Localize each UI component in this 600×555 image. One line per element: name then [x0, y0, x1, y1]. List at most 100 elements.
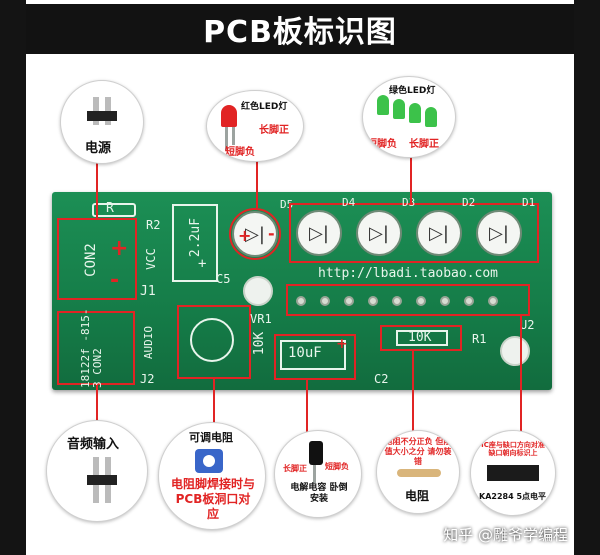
red-led-callout: 红色LED灯 长脚正 短脚负 — [206, 90, 304, 162]
green-led-row-box — [289, 203, 539, 263]
cap-2-2uf-outline — [172, 204, 218, 282]
cap-10uf-outline — [280, 340, 346, 370]
resistor-title: 电阻 — [405, 489, 430, 503]
pot-callout: 可调电阻 电阻脚焊接时与PCB板洞口对应 — [158, 422, 266, 530]
ic-pin — [392, 296, 402, 306]
mount-hole-left — [243, 276, 273, 306]
leader-cap — [306, 380, 308, 434]
ic-pins — [296, 296, 498, 306]
header-base — [87, 475, 117, 485]
leader-audio — [96, 385, 98, 423]
cap-long: 长脚正 — [283, 464, 307, 473]
pot-knob — [203, 455, 215, 467]
leader-power — [96, 160, 98, 218]
board-corner — [52, 180, 62, 190]
ic-callout: IC座与缺口方向对准 缺口朝向标识上 KA2284 5点电平 — [470, 430, 556, 516]
watermark: 知乎 @雕爷学编程 — [443, 526, 568, 544]
label-10uf: 10uF — [288, 345, 322, 361]
leader-pot — [213, 379, 215, 435]
red-led-footprint: ▷| — [232, 211, 278, 257]
header-base — [87, 111, 117, 121]
ic-pin — [320, 296, 330, 306]
ic-pin — [416, 296, 426, 306]
ic-pin — [368, 296, 378, 306]
label-d2: D2 — [462, 196, 476, 209]
ic-pin — [488, 296, 498, 306]
ic-pin — [440, 296, 450, 306]
label-j2-lines: 18122f -815-3 CON2 — [79, 308, 104, 388]
green-led-footprint-3: ▷| — [416, 210, 462, 256]
green-led-callout: 绿色LED灯 短脚负 长脚正 — [362, 76, 456, 158]
minus-sign-power: - — [110, 268, 120, 293]
red-led-minus: - — [268, 224, 275, 243]
red-led-ring — [229, 208, 281, 260]
red-led-lead — [232, 127, 235, 145]
green-led-title: 绿色LED灯 — [389, 86, 436, 96]
board-url: http://lbadi.taobao.com — [318, 266, 499, 281]
power-label: 电源 — [85, 141, 112, 156]
leader-green-led — [410, 150, 412, 203]
cap-plus-sign: + — [336, 336, 348, 352]
label-u2: U2 — [520, 318, 535, 332]
ic-socket-box — [286, 284, 530, 316]
resistor-callout: 电阻不分正负 但阻值大小之分 请勿装错 电阻 — [376, 430, 460, 514]
leader-ic — [520, 316, 522, 434]
ic-body — [487, 465, 539, 481]
green-led-body — [377, 95, 389, 115]
label-cap-plus: + — [198, 256, 207, 272]
audio-label: 音频输入 — [67, 437, 120, 452]
label-audio: AUDIO — [142, 325, 156, 360]
red-led-lead — [225, 127, 228, 151]
page-title: PCB板标识图 — [26, 4, 574, 54]
mount-hole-right — [500, 336, 530, 366]
potentiometer-box — [177, 305, 251, 379]
label-con2-power: CON2 — [82, 243, 99, 277]
audio-connector-box — [57, 311, 135, 385]
audio-callout: 音频输入 — [46, 420, 148, 522]
green-led-body — [425, 107, 437, 127]
label-c5: C5 — [216, 272, 231, 286]
cap-callout: 长脚正 短脚负 电解电容 卧倒安装 — [274, 430, 362, 518]
power-callout: 电源 — [60, 80, 144, 164]
ic-title: KA2284 5点电平 — [479, 492, 547, 501]
cap-lead — [313, 465, 316, 483]
label-vr1: VR1 — [250, 312, 272, 326]
red-led-title: 红色LED灯 — [241, 102, 288, 112]
green-led-footprint-1: ▷| — [296, 210, 342, 256]
label-r1: R1 — [472, 332, 487, 346]
electrolytic-cap-box — [274, 334, 356, 380]
resistor-r-outline — [92, 203, 136, 217]
ic-pin — [296, 296, 306, 306]
green-led-short: 短脚负 — [367, 139, 397, 150]
label-d4: D4 — [342, 196, 356, 209]
green-led-long: 长脚正 — [409, 139, 439, 150]
green-led-footprint-4: ▷| — [476, 210, 522, 256]
label-r2: R2 — [146, 218, 161, 232]
red-led-short: 短脚负 — [225, 147, 255, 158]
label-r: R — [106, 201, 114, 216]
label-vcc: VCC — [143, 248, 158, 270]
ic-note: IC座与缺口方向对准 缺口朝向标识上 — [481, 441, 545, 457]
green-led-body — [393, 99, 405, 119]
potentiometer-outline — [190, 318, 234, 362]
resistor-r1-box — [380, 325, 462, 351]
green-led-footprint-2: ▷| — [356, 210, 402, 256]
red-led-body — [221, 105, 237, 127]
label-c2: C2 — [374, 372, 389, 386]
ic-pin — [464, 296, 474, 306]
cap-body — [309, 441, 323, 465]
power-connector-box — [57, 218, 137, 300]
label-d1: D1 — [522, 196, 536, 209]
label-j1: J1 — [140, 284, 156, 299]
resistor-r1-outline — [396, 330, 448, 346]
ic-pin — [344, 296, 354, 306]
label-j2: J2 — [140, 372, 155, 386]
cap-short: 短脚负 — [325, 462, 349, 471]
green-led-body — [409, 103, 421, 123]
label-r1-value: 10K — [408, 330, 432, 345]
label-d3: D3 — [402, 196, 416, 209]
pot-title: 可调电阻 — [189, 431, 233, 444]
resistor-note: 电阻不分正负 但阻值大小之分 请勿装错 — [384, 437, 452, 466]
plus-sign-power: + — [110, 236, 129, 261]
red-led-plus: + — [238, 226, 252, 245]
